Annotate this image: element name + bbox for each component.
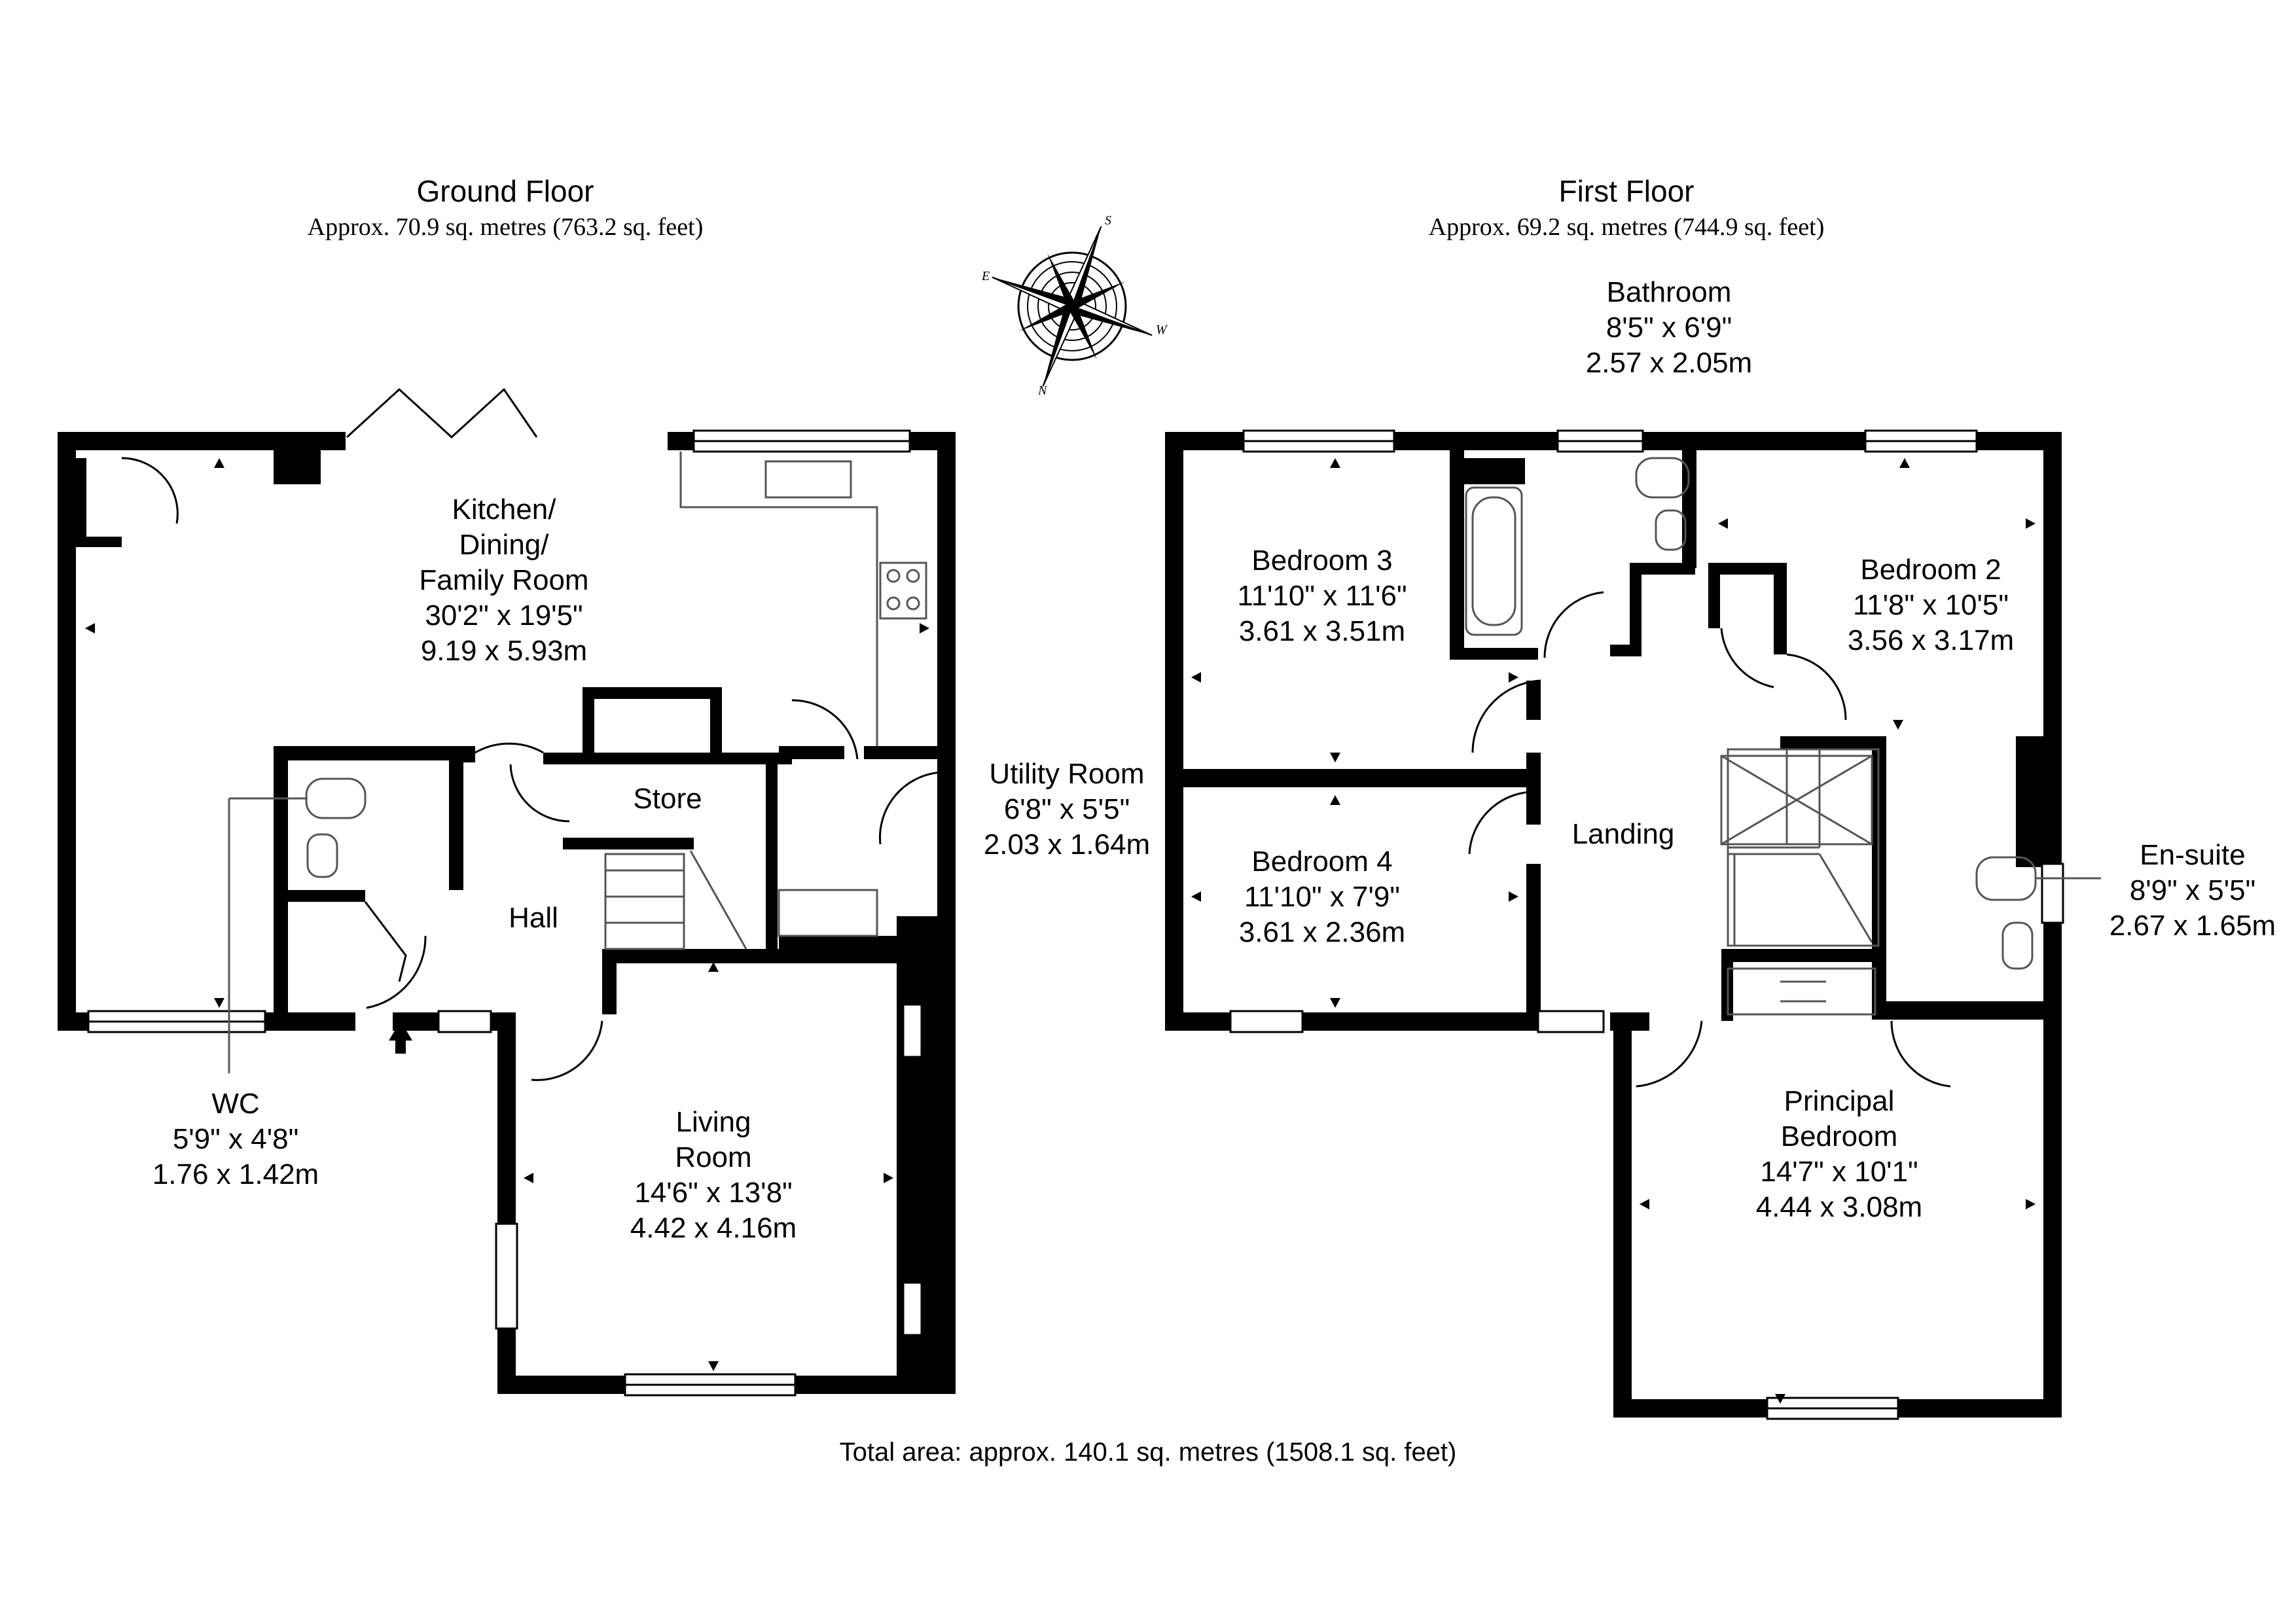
room-dimensions-imperial: 6'8" x 5'5" bbox=[1003, 793, 1130, 825]
dimension-markers bbox=[85, 458, 2036, 1404]
room-dimensions-imperial: 8'9" x 5'5" bbox=[2129, 874, 2256, 906]
room-label-store: Store bbox=[602, 781, 733, 817]
total-area: Total area: approx. 140.1 sq. metres (15… bbox=[839, 1438, 1457, 1467]
room-label-ensuite: En-suite 8'9" x 5'5" 2.67 x 1.65m bbox=[2094, 838, 2291, 944]
room-dimensions-metric: 3.61 x 3.51m bbox=[1238, 615, 1406, 647]
ground-floor-windows bbox=[87, 429, 923, 1397]
first-floor-fittings bbox=[1465, 457, 2101, 1016]
room-dimensions-imperial: 11'10" x 7'9" bbox=[1244, 881, 1401, 913]
ground-floor-area: Approx. 70.9 sq. metres (763.2 sq. feet) bbox=[307, 213, 704, 241]
room-dimensions-metric: 2.67 x 1.65m bbox=[2109, 910, 2276, 942]
room-label-principal: Principal Bedroom 14'7" x 10'1" 4.44 x 3… bbox=[1728, 1084, 1950, 1225]
room-name-line: Bedroom 4 bbox=[1251, 846, 1393, 878]
room-label-landing: Landing bbox=[1558, 817, 1689, 852]
room-dimensions-imperial: 14'6" x 13'8" bbox=[634, 1177, 793, 1209]
room-dimensions-metric: 3.56 x 3.17m bbox=[1847, 624, 2015, 656]
room-label-wc: WC 5'9" x 4'8" 1.76 x 1.42m bbox=[131, 1086, 340, 1192]
room-name-line: Family Room bbox=[419, 564, 589, 596]
room-dimensions-metric: 4.44 x 3.08m bbox=[1755, 1191, 1923, 1223]
room-label-hall: Hall bbox=[484, 901, 583, 936]
room-name-line: Utility Room bbox=[989, 758, 1145, 790]
room-dimensions-imperial: 8'5" x 6'9" bbox=[1605, 312, 1732, 344]
room-name-line: WC bbox=[211, 1088, 260, 1120]
ground-floor-title: Ground Floor bbox=[416, 174, 594, 208]
room-name-line: Living bbox=[675, 1106, 751, 1138]
room-dimensions-imperial: 30'2" x 19'5" bbox=[425, 599, 583, 632]
compass-rose-icon: S W N E bbox=[981, 213, 1168, 398]
first-floor-title: First Floor bbox=[1558, 174, 1695, 208]
room-label-kitchen: Kitchen/ Dining/ Family Room 30'2" x 19'… bbox=[380, 492, 628, 669]
room-dimensions-metric: 2.03 x 1.64m bbox=[983, 829, 1151, 861]
room-label-utility: Utility Room 6'8" x 5'5" 2.03 x 1.64m bbox=[949, 757, 1185, 863]
room-dimensions-imperial: 11'10" x 11'6" bbox=[1237, 580, 1407, 612]
compass-letter-e: E bbox=[981, 269, 990, 283]
room-name-line: Landing bbox=[1571, 818, 1675, 850]
first-floor-doors bbox=[1468, 591, 1951, 1088]
ground-floor-doors bbox=[121, 387, 943, 1081]
first-floor-windows bbox=[1229, 429, 2064, 1420]
room-dimensions-metric: 1.76 x 1.42m bbox=[152, 1158, 319, 1190]
room-name-line: En-suite bbox=[2140, 839, 2246, 871]
room-name-line: Store bbox=[633, 783, 702, 815]
entrance-arrow bbox=[389, 1021, 412, 1054]
room-dimensions-metric: 4.42 x 4.16m bbox=[630, 1212, 797, 1244]
room-label-living: Living Room 14'6" x 13'8" 4.42 x 4.16m bbox=[602, 1105, 825, 1246]
room-dimensions-imperial: 11'8" x 10'5" bbox=[1852, 589, 2009, 621]
room-label-bedroom4: Bedroom 4 11'10" x 7'9" 3.61 x 2.36m bbox=[1211, 844, 1433, 950]
first-floor-area: Approx. 69.2 sq. metres (744.9 sq. feet) bbox=[1428, 213, 1825, 241]
room-dimensions-imperial: 14'7" x 10'1" bbox=[1760, 1156, 1918, 1188]
room-name-line: Bedroom 3 bbox=[1251, 544, 1393, 577]
room-dimensions-metric: 3.61 x 2.36m bbox=[1238, 916, 1406, 948]
room-dimensions-imperial: 5'9" x 4'8" bbox=[172, 1123, 299, 1155]
kitchen-fittings bbox=[228, 452, 927, 1073]
room-name-line: Bedroom 2 bbox=[1860, 554, 2001, 586]
room-dimensions-metric: 9.19 x 5.93m bbox=[420, 635, 588, 667]
room-name-line: Room bbox=[675, 1141, 752, 1173]
room-label-bathroom: Bathroom 8'5" x 6'9" 2.57 x 2.05m bbox=[1558, 275, 1780, 381]
room-name-line: Hall bbox=[509, 902, 558, 934]
room-dimensions-metric: 2.57 x 2.05m bbox=[1585, 347, 1753, 379]
compass-letter-w: W bbox=[1156, 323, 1168, 337]
room-name-line: Principal bbox=[1784, 1085, 1895, 1117]
room-name-line: Dining/ bbox=[459, 529, 549, 561]
room-name-line: Bedroom bbox=[1780, 1120, 1898, 1152]
room-name-line: Bathroom bbox=[1606, 276, 1732, 308]
compass-letter-n: N bbox=[1037, 383, 1048, 398]
room-label-bedroom2: Bedroom 2 11'8" x 10'5" 3.56 x 3.17m bbox=[1820, 552, 2042, 658]
room-name-line: Kitchen/ bbox=[452, 493, 556, 526]
room-label-bedroom3: Bedroom 3 11'10" x 11'6" 3.61 x 3.51m bbox=[1211, 543, 1433, 649]
compass-letter-s: S bbox=[1105, 213, 1111, 228]
